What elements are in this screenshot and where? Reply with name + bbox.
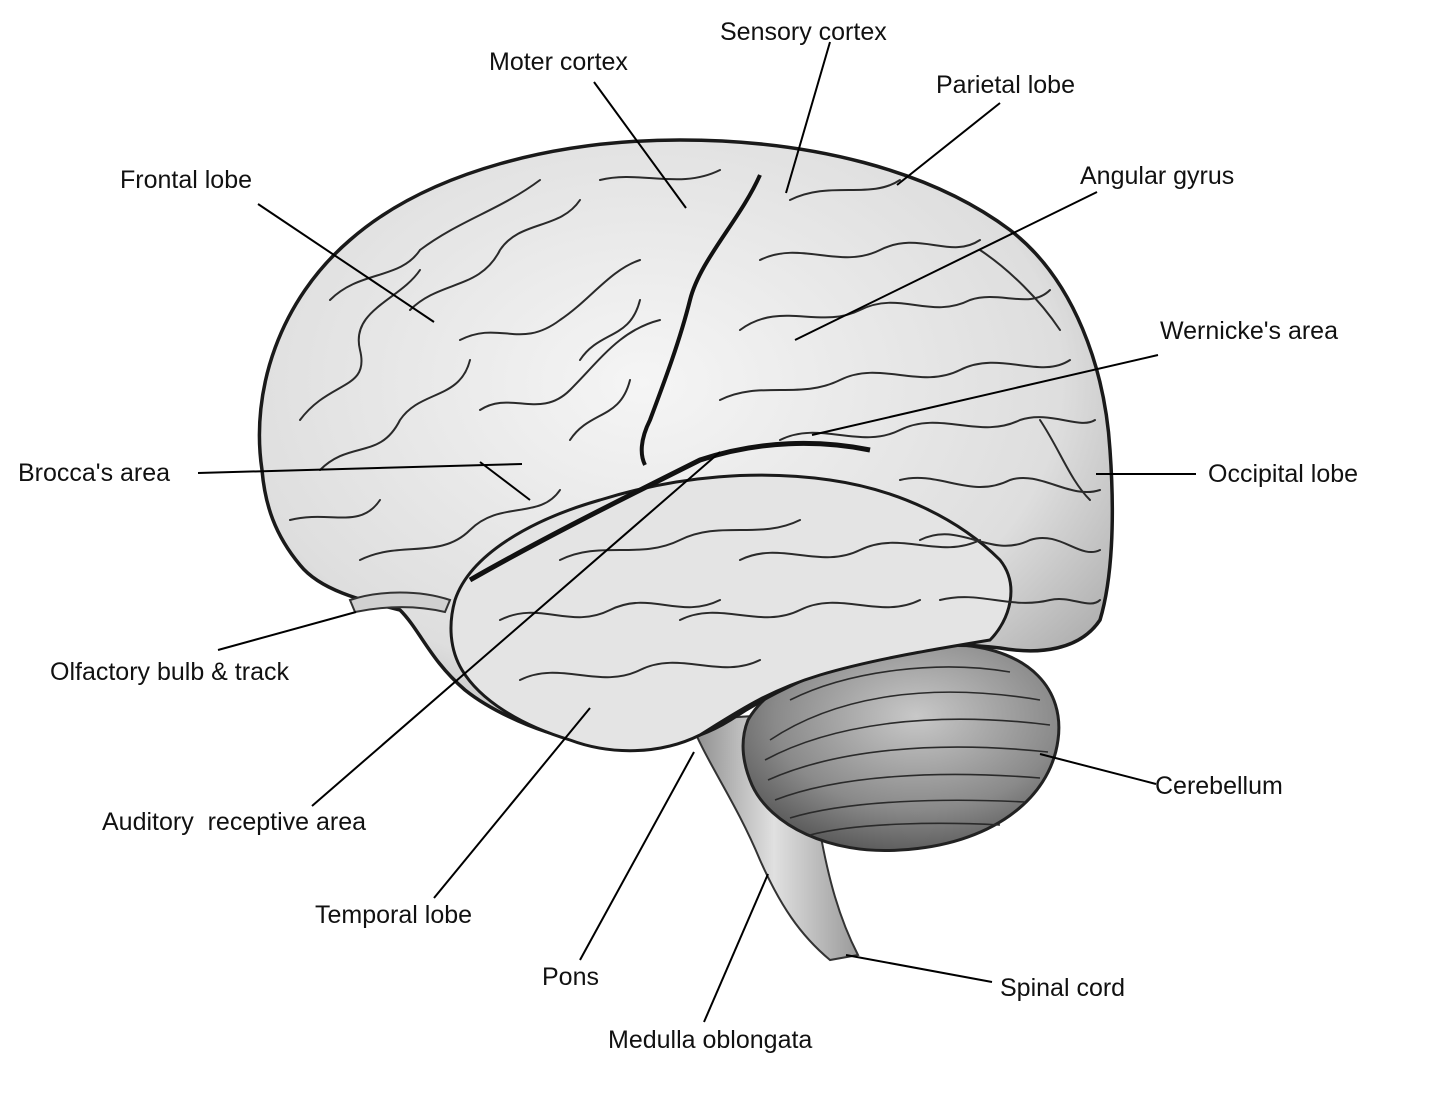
leader-broccas-area-b (479, 461, 531, 501)
leader-pons (579, 751, 695, 961)
label-pons: Pons (542, 963, 599, 991)
leader-cerebellum (1039, 753, 1157, 785)
labels: Sensory cortex Moter cortex Parietal lob… (18, 18, 1358, 1054)
leader-wernickes-area (811, 354, 1159, 436)
leader-moter-cortex (593, 81, 687, 209)
leader-broccas-area-a (197, 463, 523, 474)
leader-auditory-area (311, 451, 721, 807)
label-wernickes-area: Wernicke's area (1160, 317, 1338, 345)
leader-angular-gyrus (794, 191, 1098, 341)
label-broccas-area: Brocca's area (18, 459, 170, 487)
leader-olfactory-bulb (217, 611, 357, 651)
label-occipital-lobe: Occipital lobe (1208, 460, 1358, 488)
label-spinal-cord: Spinal cord (1000, 974, 1125, 1002)
label-temporal-lobe: Temporal lobe (315, 901, 472, 929)
leader-medulla-oblongata (703, 873, 769, 1023)
leader-sensory-cortex (785, 41, 831, 194)
central-sulcus (639, 174, 762, 466)
leader-frontal-lobe (257, 203, 435, 323)
label-cerebellum: Cerebellum (1155, 772, 1283, 800)
leader-lines (197, 41, 1196, 1023)
label-auditory-area: Auditory receptive area (102, 808, 366, 836)
label-olfactory-bulb: Olfactory bulb & track (50, 658, 289, 686)
label-sensory-cortex: Sensory cortex (720, 18, 887, 46)
leader-temporal-lobe (433, 707, 591, 899)
leader-parietal-lobe (896, 102, 1001, 186)
label-parietal-lobe: Parietal lobe (936, 71, 1075, 99)
label-frontal-lobe: Frontal lobe (120, 166, 252, 194)
cerebellum-folia (764, 666, 1051, 836)
lateral-fissure (468, 440, 871, 583)
leader-spinal-cord (845, 954, 993, 983)
olfactory-bulb-shape (348, 591, 452, 614)
label-angular-gyrus: Angular gyrus (1080, 162, 1234, 190)
label-moter-cortex: Moter cortex (489, 48, 628, 76)
label-medulla-oblongata: Medulla oblongata (608, 1026, 812, 1054)
temporal-lobe-shape (449, 473, 1013, 753)
